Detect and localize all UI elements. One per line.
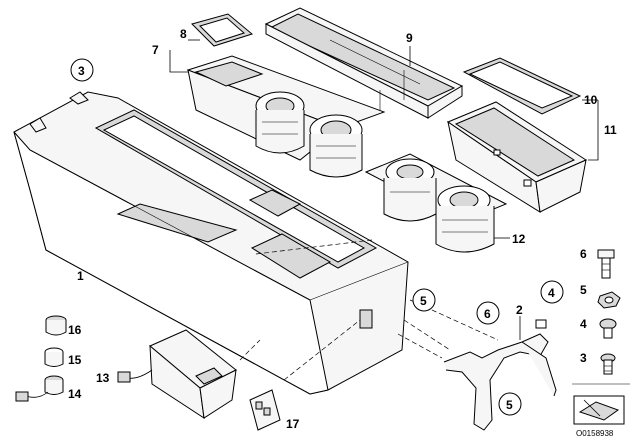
svg-text:4: 4	[548, 286, 555, 300]
part-14-plug	[15, 375, 64, 402]
part-17-switch	[249, 389, 281, 431]
part-8-lid	[191, 13, 254, 47]
circled-callout-5b: 5	[498, 392, 522, 416]
fastener-5-nut	[597, 291, 621, 309]
part-1-console	[13, 91, 409, 395]
part-2-bracket	[443, 319, 557, 431]
part-12-cupholder	[364, 153, 508, 253]
callout-9: 9	[406, 31, 413, 45]
svg-text:3: 3	[78, 64, 85, 78]
callout-2: 2	[516, 303, 523, 317]
callout-17: 17	[286, 417, 300, 431]
part-13-module	[117, 329, 237, 420]
svg-text:5: 5	[506, 398, 513, 412]
circled-callout-5: 5	[412, 288, 436, 312]
circled-callout-3: 3	[70, 58, 94, 82]
fastener-4-screw	[599, 318, 617, 339]
callout-14: 14	[68, 387, 82, 401]
callout-13: 13	[96, 371, 110, 385]
fastener-6-bolt	[597, 249, 615, 279]
callout-r3: 3	[580, 351, 587, 365]
callout-7: 7	[152, 43, 159, 57]
callout-12: 12	[512, 232, 526, 246]
circled-callout-6: 6	[476, 301, 500, 325]
callout-1: 1	[77, 269, 84, 283]
callout-10: 10	[584, 93, 598, 107]
callout-16: 16	[68, 323, 82, 337]
part-16-plug	[45, 315, 67, 336]
svg-text:5: 5	[420, 294, 427, 308]
svg-text:6: 6	[484, 307, 491, 321]
part-9-tray	[264, 7, 464, 119]
part-11-box	[446, 101, 588, 213]
callout-11: 11	[604, 123, 617, 137]
callout-r6: 6	[580, 247, 587, 261]
fastener-3-screw	[600, 353, 616, 375]
part-7-cupholder	[186, 55, 386, 178]
circled-callout-4: 4	[540, 280, 564, 304]
part-10-mat	[462, 57, 582, 115]
part-15-plug	[44, 347, 64, 367]
callout-15: 15	[68, 353, 82, 367]
callout-r5: 5	[580, 283, 587, 297]
diagram-id: O0158938	[576, 429, 614, 438]
callout-8: 8	[180, 27, 187, 41]
arrow-icon	[573, 395, 625, 425]
callout-r4: 4	[580, 317, 587, 331]
